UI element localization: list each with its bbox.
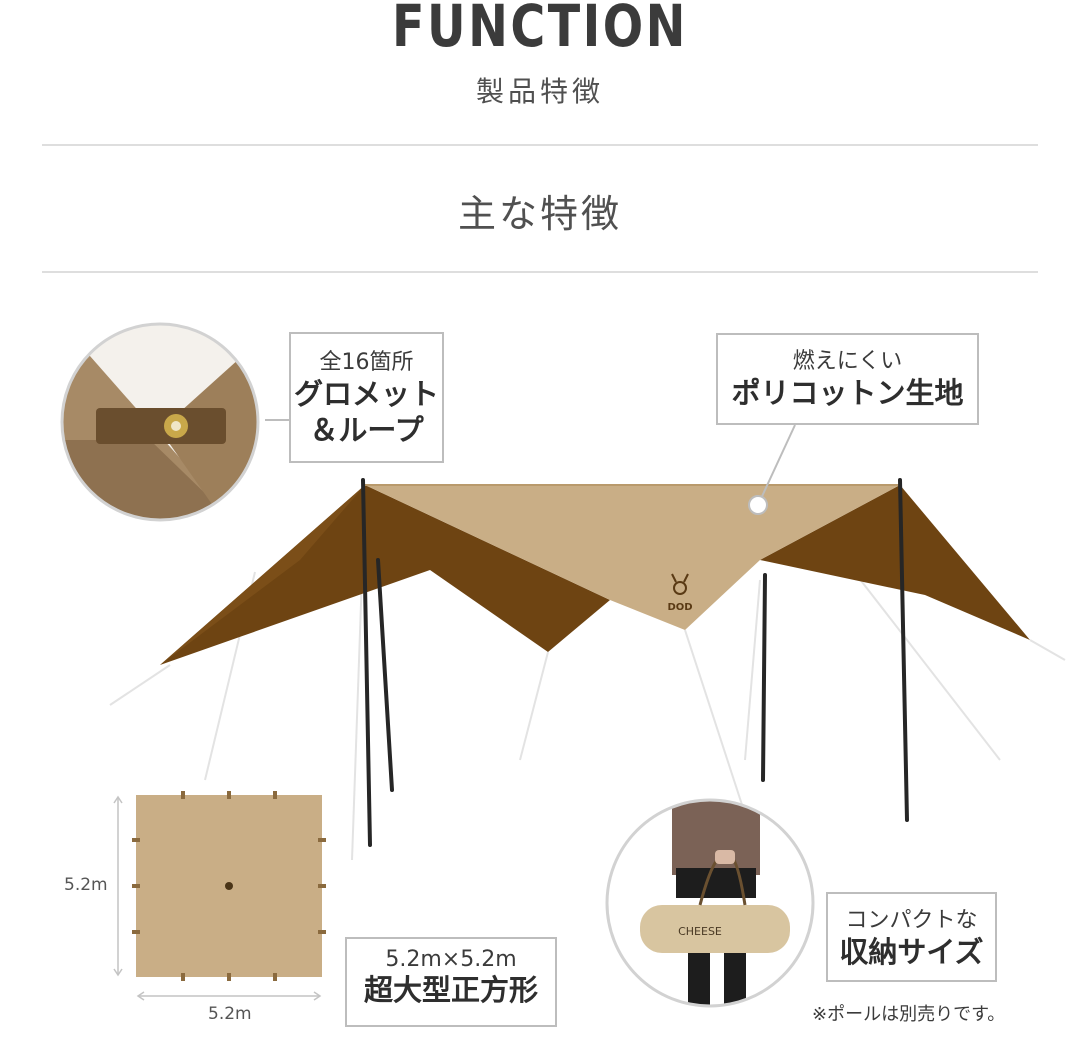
callout-compact-small: コンパクトな	[845, 908, 978, 933]
callout-grommet-line1: グロメット	[293, 377, 439, 411]
height-label: 5.2m	[64, 875, 108, 895]
header-subtitle: 製品特徴	[475, 75, 604, 108]
divider-bottom	[42, 271, 1038, 273]
callout-grommet-small: 全16箇所	[319, 350, 414, 375]
callout-fabric-big: ポリコットン生地	[731, 376, 964, 410]
section-title: 主な特徴	[457, 192, 622, 236]
pole-note: ※ポールは別売りです。	[812, 1004, 1006, 1025]
tarp-logo: DOD	[667, 602, 692, 613]
callout-size-small: 5.2m×5.2m	[385, 947, 517, 972]
callout-size-big: 超大型正方形	[363, 973, 538, 1007]
callout-fabric-small: 燃えにくい	[792, 349, 903, 374]
bag-label: CHEESE	[678, 925, 722, 938]
callout-compact-big: 収納サイズ	[839, 935, 984, 969]
divider-top	[42, 144, 1038, 146]
size-diagram	[113, 791, 326, 1001]
callout-grommet-line2: ＆ループ	[309, 413, 424, 448]
guy-lines	[109, 489, 1066, 861]
callout-fabric: 燃えにくい ポリコットン生地	[716, 333, 979, 425]
header-title: FUNCTION	[392, 0, 688, 60]
tarp-top	[365, 485, 900, 630]
callout-compact: コンパクトな 収納サイズ	[826, 892, 997, 982]
callout-size: 5.2m×5.2m 超大型正方形	[345, 937, 557, 1027]
bag-detail: CHEESE	[607, 800, 813, 1006]
tarp-shade	[160, 485, 1030, 665]
dod-logo-icon	[671, 573, 689, 595]
poles	[361, 478, 909, 847]
callout-grommet: 全16箇所 グロメット ＆ループ	[289, 332, 444, 463]
bag-detail-frame	[605, 798, 815, 1008]
grommet-detail-frame	[60, 322, 260, 522]
width-label: 5.2m	[208, 1004, 252, 1024]
